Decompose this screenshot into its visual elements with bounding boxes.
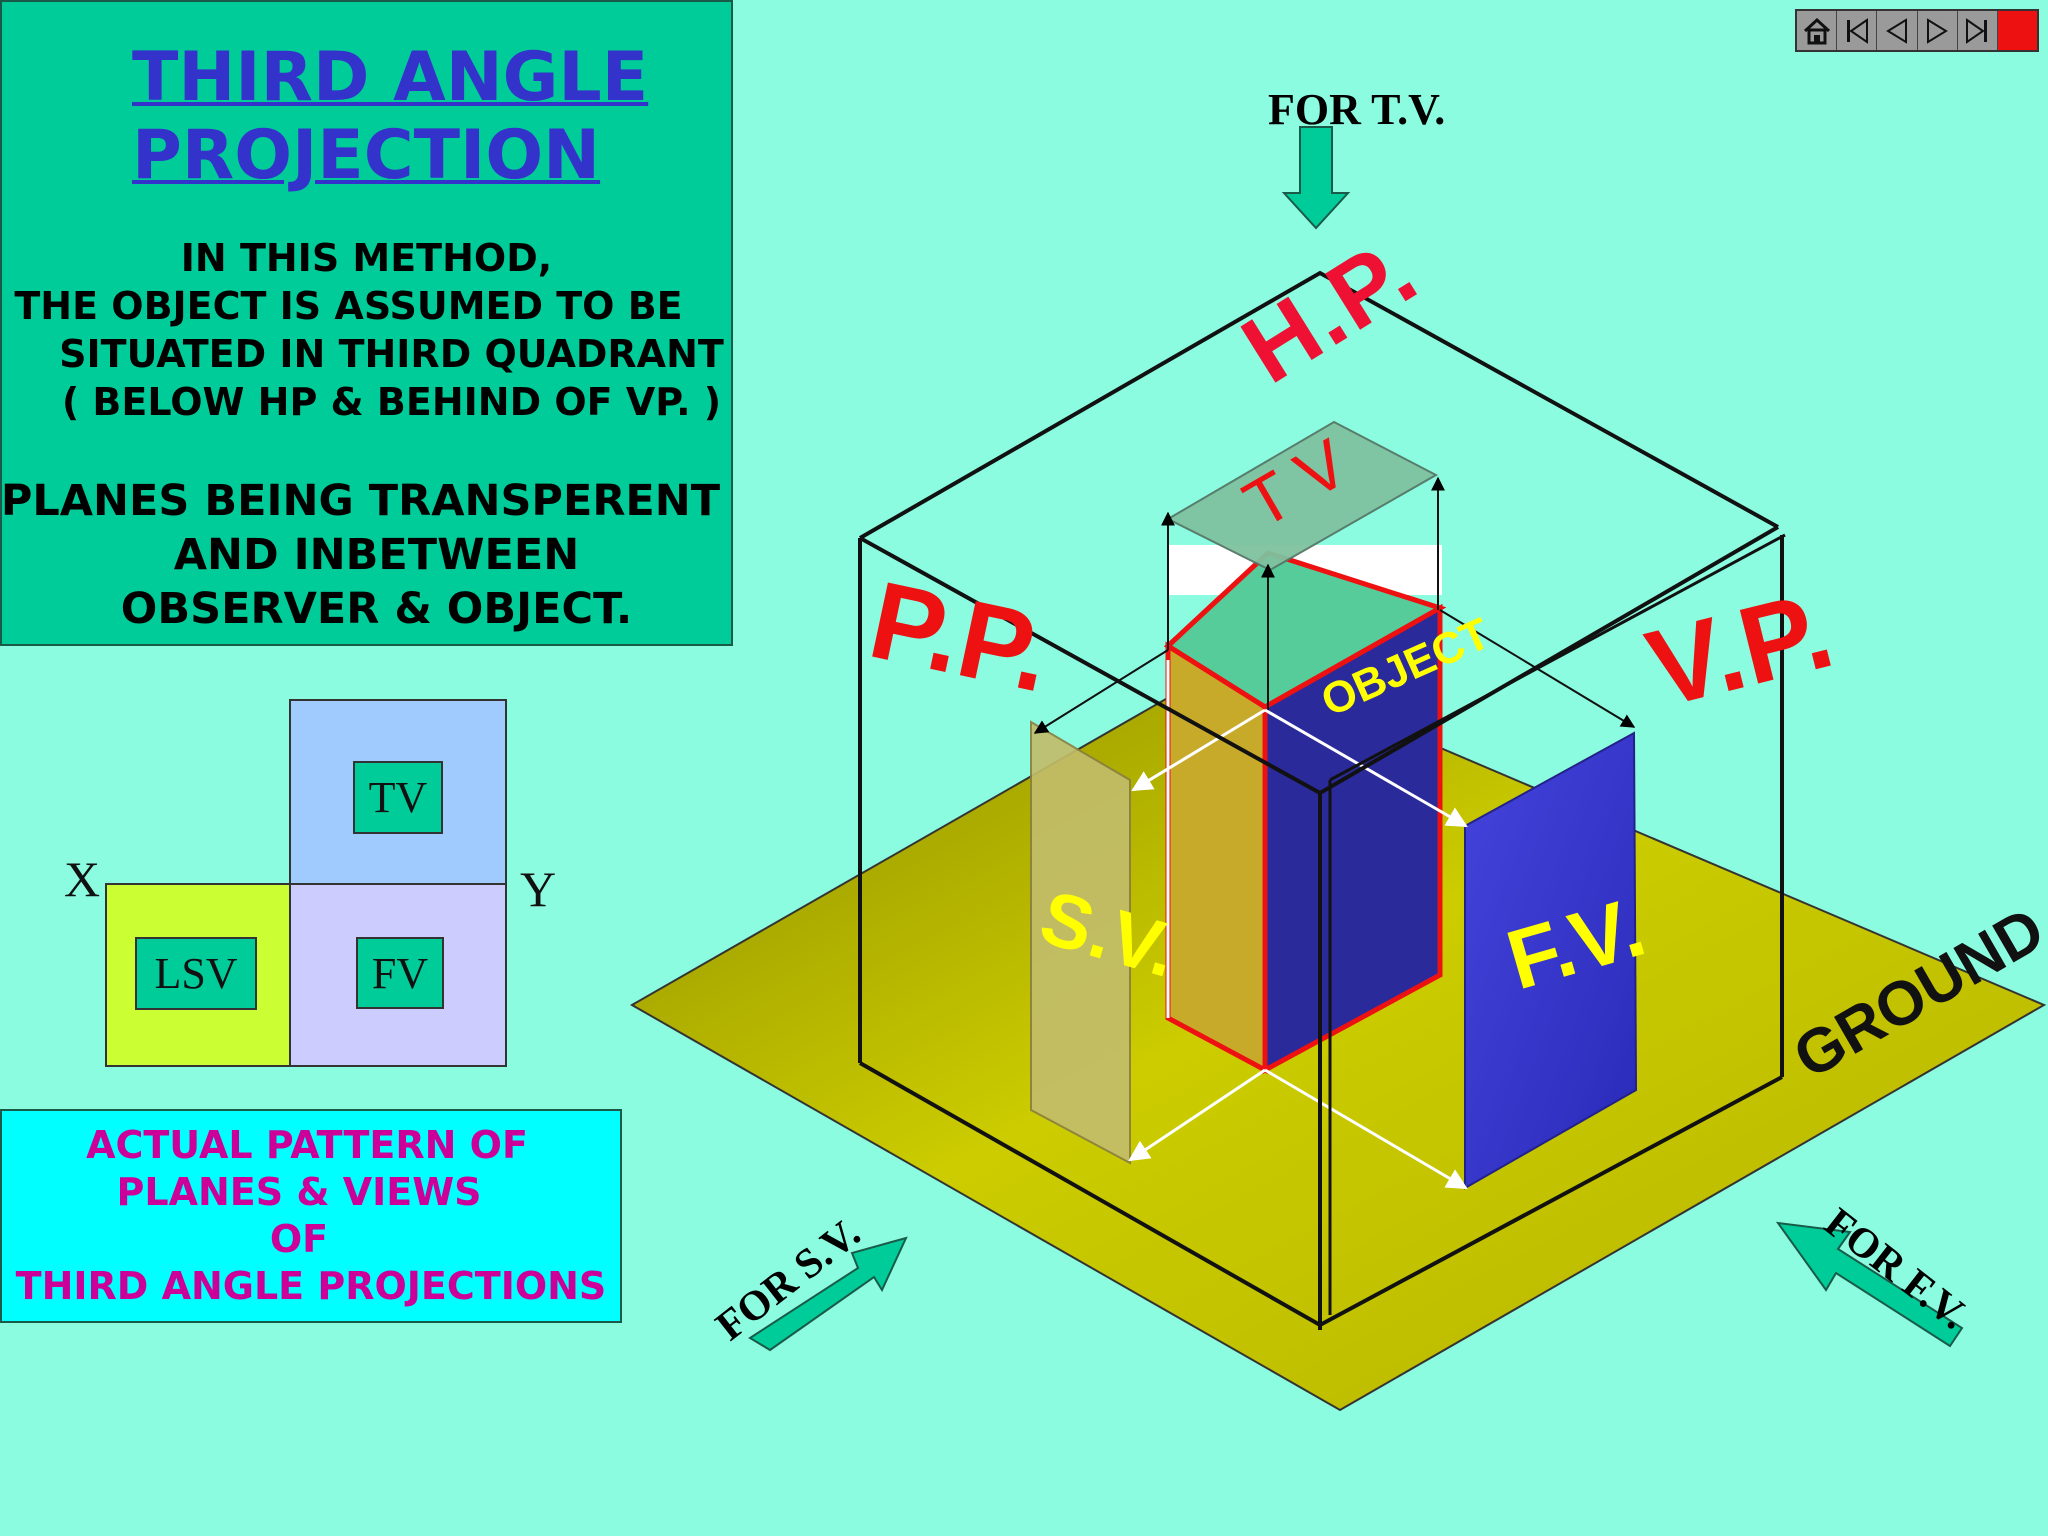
pattern-caption-panel: ACTUAL PATTERN OF PLANES & VIEWS OF THIR… <box>0 1109 622 1323</box>
title-line-2: PROJECTION <box>132 116 601 195</box>
caption-line-2: PLANES & VIEWS <box>116 1170 482 1214</box>
side-view-plane <box>1030 720 1131 1165</box>
tv-label: TV <box>353 761 443 834</box>
lsv-label: LSV <box>135 937 257 1010</box>
method-line-4: ( BELOW HP & BEHIND OF VP. ) <box>61 380 722 424</box>
for-tv-label: FOR T.V. <box>1268 85 1445 134</box>
home-button[interactable] <box>1797 11 1838 50</box>
method-line-2: THE OBJECT IS ASSUMED TO BE <box>14 284 683 328</box>
box-front-inner-edge <box>1329 533 1786 782</box>
pp-label: P.P. <box>860 558 1061 716</box>
first-slide-icon <box>1846 17 1868 44</box>
previous-slide-icon <box>1886 17 1907 44</box>
title-panel: THIRD ANGLE PROJECTION IN THIS METHOD, T… <box>0 0 733 646</box>
first-slide-button[interactable] <box>1837 11 1878 50</box>
tv-arrow-icon <box>1281 126 1351 230</box>
title-line-1: THIRD ANGLE <box>132 38 649 117</box>
planes-line-2: AND INBETWEEN <box>173 530 580 580</box>
previous-slide-button[interactable] <box>1877 11 1918 50</box>
caption-line-3: OF <box>269 1217 329 1261</box>
box-bottom-edges <box>859 1061 1783 1328</box>
slide-navigation <box>1795 9 2039 52</box>
x-label: X <box>64 851 101 907</box>
end-show-button[interactable] <box>1997 11 2038 50</box>
top-view-plane <box>1165 420 1439 572</box>
planes-line-3: OBSERVER & OBJECT. <box>120 584 633 634</box>
method-line-1: IN THIS METHOD, <box>180 236 553 280</box>
fv-arrow-icon <box>1775 1221 1964 1348</box>
fv-label: FV <box>356 937 444 1009</box>
next-slide-button[interactable] <box>1918 11 1958 50</box>
last-slide-button[interactable] <box>1958 11 1998 50</box>
planes-line-1: PLANES BEING TRANSPERENT <box>0 476 721 526</box>
home-icon <box>1803 17 1830 44</box>
sv-arrow-icon <box>748 1236 908 1352</box>
method-line-3: SITUATED IN THIRD QUADRANT <box>59 332 724 376</box>
caption-line-1: ACTUAL PATTERN OF <box>86 1123 528 1167</box>
hp-label: H.P. <box>1224 218 1433 404</box>
caption-line-4: THIRD ANGLE PROJECTIONS <box>15 1264 607 1308</box>
front-view-plane <box>1464 731 1638 1190</box>
box-edges-back <box>859 270 1779 540</box>
object-left-face <box>1165 641 1268 1075</box>
y-label: Y <box>520 861 557 917</box>
next-slide-icon <box>1927 17 1949 44</box>
last-slide-icon <box>1966 17 1988 44</box>
object-front-face <box>1262 603 1443 1075</box>
